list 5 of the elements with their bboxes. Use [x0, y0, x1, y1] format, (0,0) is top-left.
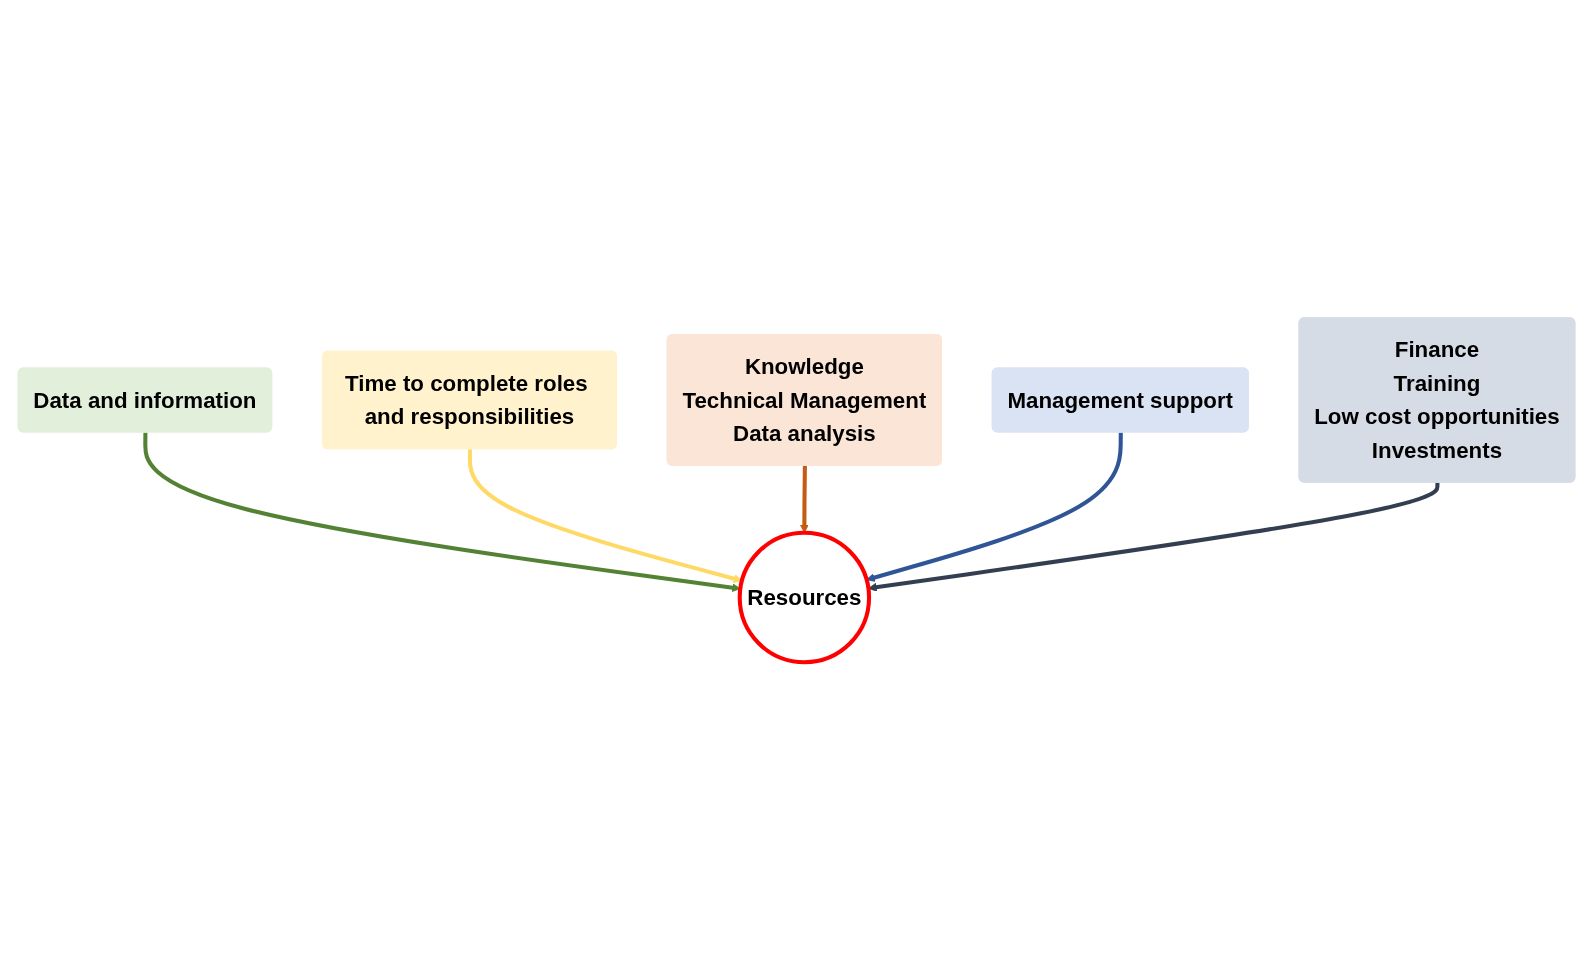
- node-circle: Resources: [737, 530, 872, 665]
- arrow: [868, 482, 1440, 592]
- arrow: [799, 465, 809, 534]
- arrow: [866, 432, 1123, 582]
- arrow: [143, 432, 741, 593]
